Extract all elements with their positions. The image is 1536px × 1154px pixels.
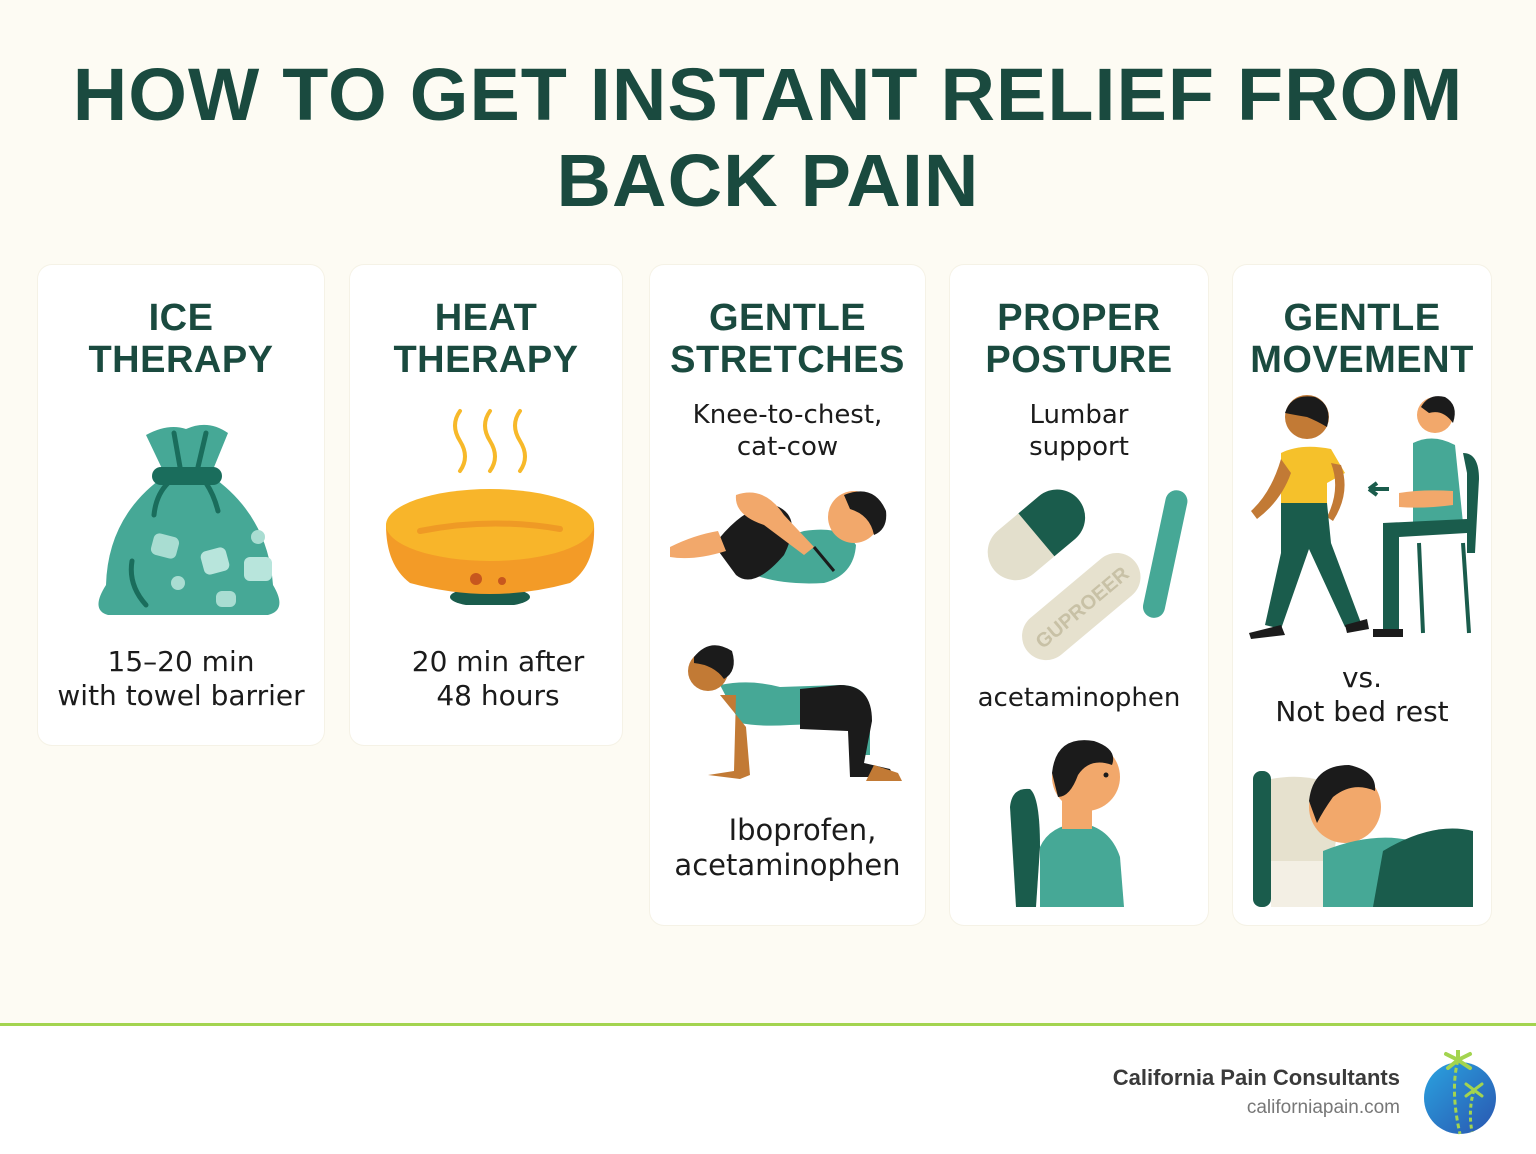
brand-url-link[interactable]: californiapain.com: [1246, 1097, 1400, 1118]
card-title: GENTLE STRETCHES: [650, 297, 925, 381]
card-subtitle: Knee-to-chest, cat-cow: [650, 399, 925, 463]
card-text-line: Iboprofen,: [728, 813, 877, 847]
card-text: vs. Not bed rest: [1233, 661, 1491, 729]
footer: [0, 1026, 1536, 1154]
card-gentle-movement: GENTLE MOVEMENT vs. Not bed rest: [1233, 265, 1491, 925]
brand-name: California Pain Consultants: [1112, 1065, 1400, 1090]
palm-tree-globe-logo-icon: [1424, 1050, 1496, 1135]
pills-icon: GUPROEER: [987, 489, 1188, 661]
card-title-line: HEAT: [434, 297, 538, 339]
card-title-line: GENTLE: [1283, 297, 1441, 339]
card-subtitle-line: cat-cow: [736, 432, 839, 462]
card-ice-therapy: ICE THERAPY 15–20 min with towel barrier: [38, 265, 324, 745]
card-title: HEAT THERAPY: [350, 297, 622, 381]
card-subtitle-line: Knee-to-chest,: [692, 400, 883, 430]
card-title-line: STRETCHES: [670, 339, 905, 381]
card-heat-therapy: HEAT THERAPY 20 min after 48 hours: [350, 265, 622, 745]
cat-cow-stretch-icon: [688, 645, 902, 781]
card-subtitle: Lumbar support: [950, 399, 1208, 463]
card-title-line: MOVEMENT: [1250, 339, 1474, 381]
title-line-2: BACK PAIN: [556, 139, 980, 222]
card-text-line: 48 hours: [436, 679, 560, 712]
card-text-line: 20 min after: [411, 645, 585, 678]
card-text: Iboprofen, acetaminophen: [650, 813, 925, 883]
card-text-line: acetaminophen: [977, 683, 1181, 713]
card-gentle-stretches: GENTLE STRETCHES Knee-to-chest, cat-cow …: [650, 265, 925, 925]
card-text-line: with towel barrier: [57, 679, 305, 712]
card-title: ICE THERAPY: [38, 297, 324, 381]
walking-person-icon: [1249, 395, 1369, 639]
card-subtitle-line: support: [1029, 432, 1129, 462]
card-proper-posture: PROPER POSTURE Lumbar support GUPROEER a…: [950, 265, 1208, 925]
card-title-line: POSTURE: [985, 339, 1173, 381]
card-text-line: vs.: [1341, 661, 1383, 694]
footer-divider: [0, 1023, 1536, 1026]
card-text: acetaminophen: [950, 681, 1208, 715]
card-title: GENTLE MOVEMENT: [1233, 297, 1491, 381]
title-line-1: HOW TO GET INSTANT RELIEF FROM: [72, 53, 1464, 136]
heating-pad-icon: [386, 409, 595, 605]
bed-rest-icon: [1253, 765, 1473, 907]
card-subtitle-line: Lumbar: [1029, 400, 1129, 430]
card-title-line: PROPER: [997, 297, 1161, 339]
card-title-line: THERAPY: [88, 339, 274, 381]
card-title-line: ICE: [148, 297, 214, 339]
card-text-line: Not bed rest: [1275, 695, 1449, 728]
card-text-line: acetaminophen: [674, 848, 901, 882]
card-text-line: 15–20 min: [107, 645, 255, 678]
card-title: PROPER POSTURE: [950, 297, 1208, 381]
card-title-line: GENTLE: [708, 297, 867, 339]
page-title: HOW TO GET INSTANT RELIEF FROM BACK PAIN: [0, 52, 1536, 224]
card-text: 20 min after 48 hours: [362, 645, 634, 713]
ice-bag-icon: [98, 424, 280, 615]
card-text: 15–20 min with towel barrier: [38, 645, 324, 713]
knee-to-chest-stretch-icon: [670, 491, 887, 584]
card-title-line: THERAPY: [393, 339, 579, 381]
seated-person-icon: [1367, 396, 1479, 637]
seated-posture-icon: [1010, 740, 1124, 907]
